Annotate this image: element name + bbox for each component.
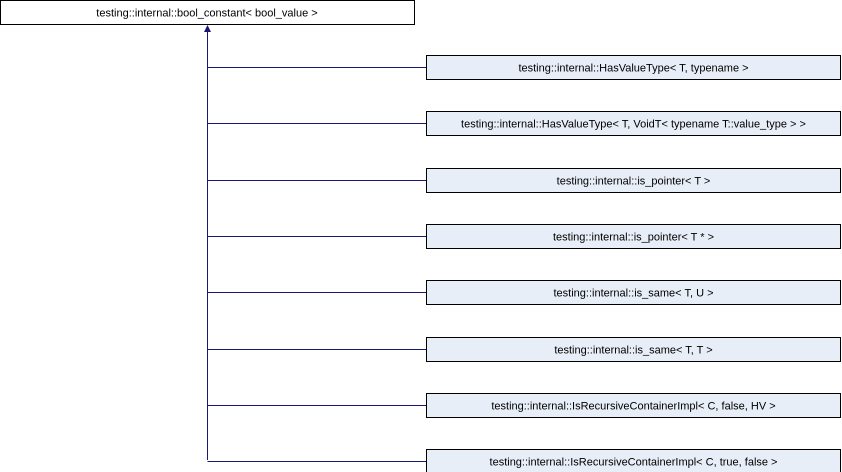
derived-class-box [426, 168, 841, 193]
base-class-node[interactable]: testing::internal::bool_constant< bool_v… [0, 0, 415, 25]
inheritance-arrowhead [204, 25, 211, 32]
derived-class-box [426, 55, 841, 80]
derived-class-box [426, 337, 841, 362]
derived-class-node[interactable]: testing::internal::HasValueType< T, Void… [426, 111, 841, 136]
derived-class-label: testing::internal::is_same< T, T > [554, 345, 712, 357]
base-class-box [0, 0, 415, 25]
derived-class-node[interactable]: testing::internal::is_pointer< T > [426, 168, 841, 193]
derived-class-box [426, 449, 841, 472]
derived-class-label: testing::internal::is_pointer< T > [557, 176, 711, 188]
derived-class-node[interactable]: testing::internal::HasValueType< T, type… [426, 55, 841, 80]
base-class-label: testing::internal::bool_constant< bool_v… [96, 8, 317, 20]
derived-class-node[interactable]: testing::internal::is_same< T, U > [426, 280, 841, 305]
derived-class-node[interactable]: testing::internal::IsRecursiveContainerI… [426, 449, 841, 472]
derived-class-node[interactable]: testing::internal::is_same< T, T > [426, 337, 841, 362]
derived-class-label: testing::internal::is_pointer< T * > [553, 232, 714, 244]
derived-class-label: testing::internal::HasValueType< T, type… [518, 63, 748, 75]
derived-class-node[interactable]: testing::internal::is_pointer< T * > [426, 224, 841, 249]
derived-class-box [426, 224, 841, 249]
derived-class-box [426, 280, 841, 305]
derived-class-label: testing::internal::is_same< T, U > [554, 288, 714, 300]
derived-class-box [426, 393, 841, 418]
derived-class-box [426, 111, 841, 136]
derived-class-label: testing::internal::HasValueType< T, Void… [461, 119, 806, 131]
derived-class-node[interactable]: testing::internal::IsRecursiveContainerI… [426, 393, 841, 418]
derived-class-label: testing::internal::IsRecursiveContainerI… [491, 401, 775, 413]
derived-class-label: testing::internal::IsRecursiveContainerI… [490, 457, 778, 469]
